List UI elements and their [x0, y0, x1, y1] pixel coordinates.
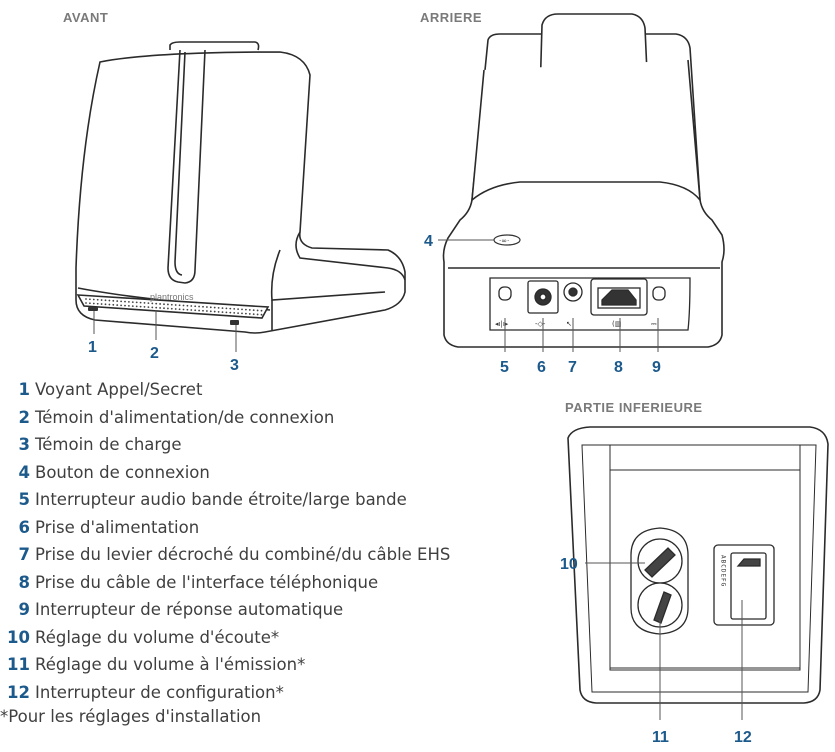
- legend-item-7: 7 Prise du levier décroché du combiné/du …: [0, 541, 520, 569]
- callout-8: 8: [614, 359, 623, 376]
- legend-num: 1: [18, 380, 30, 399]
- legend-text: Bouton de connexion: [35, 462, 210, 482]
- legend-num: 4: [18, 462, 30, 482]
- legend-text: Interrupteur de configuration*: [35, 682, 284, 702]
- svg-text:(▥: (▥: [612, 320, 621, 328]
- heading-front: AVANT: [63, 10, 109, 25]
- led-charge-icon: [230, 320, 239, 325]
- legend-item-9: 9 Interrupteur de réponse automatique: [0, 596, 520, 624]
- legend-num: 9: [18, 600, 30, 619]
- legend-num: 7: [18, 545, 30, 564]
- brand-logo: plantronics: [150, 292, 194, 302]
- callout-12: 12: [734, 729, 752, 746]
- legend-num: 6: [18, 517, 30, 537]
- svg-text:·∞·: ·∞·: [499, 237, 509, 245]
- config-letters: ABCDEFG: [720, 555, 727, 587]
- svg-text:-◇-: -◇-: [535, 320, 546, 328]
- legend-text: Interrupteur de réponse automatique: [35, 600, 344, 619]
- legend-text: Témoin d'alimentation/de connexion: [35, 407, 335, 427]
- led-call-icon: [88, 307, 98, 311]
- bottom-base-illustration: [567, 426, 829, 704]
- footnote: *Pour les réglages d'installation: [0, 707, 262, 726]
- callout-7: 7: [568, 359, 577, 376]
- svg-text:◂ı|ı▸: ◂ı|ı▸: [495, 320, 509, 328]
- legend-item-11: 11 Réglage du volume à l'émission*: [0, 651, 520, 679]
- svg-text:⎓: ⎓: [651, 320, 657, 328]
- listen-volume-dial-icon: [630, 527, 689, 635]
- rear-port-panel: [489, 277, 691, 331]
- callout-9: 9: [652, 359, 661, 376]
- callout-10: 10: [560, 556, 578, 573]
- callout-2: 2: [150, 345, 159, 362]
- legend-num: 8: [18, 572, 30, 592]
- legend-text: Réglage du volume d'écoute*: [35, 627, 280, 647]
- legend-item-5: 5 Interrupteur audio bande étroite/large …: [0, 486, 520, 514]
- legend-num: 5: [18, 490, 30, 509]
- legend-item-1: 1 Voyant Appel/Secret: [0, 376, 520, 404]
- legend-text: Réglage du volume à l'émission*: [35, 655, 306, 674]
- front-vent-dots: [85, 298, 263, 316]
- heading-bottom: PARTIE INFERIEURE: [565, 400, 703, 415]
- legend-item-3: 3 Témoin de charge: [0, 431, 520, 459]
- legend-num: 10: [7, 627, 30, 647]
- legend-num: 11: [7, 655, 30, 674]
- audio-switch-icon: [498, 286, 512, 301]
- callout-3: 3: [230, 357, 239, 374]
- legend-text: Prise du câble de l'interface téléphoniq…: [35, 572, 379, 592]
- callout-11: 11: [652, 729, 669, 746]
- legend-text: Voyant Appel/Secret: [35, 380, 203, 399]
- connect-button-icon: ·∞·: [493, 234, 521, 246]
- config-switch-icon: [713, 544, 775, 626]
- legend-text: Prise du levier décroché du combiné/du c…: [35, 545, 451, 564]
- back-base-illustration: [442, 13, 725, 348]
- heading-back: ARRIERE: [420, 10, 483, 25]
- autoanswer-switch-icon: [652, 286, 666, 301]
- svg-text:↖: ↖: [566, 320, 572, 328]
- legend-num: 12: [7, 682, 30, 702]
- legend-num: 2: [18, 407, 30, 427]
- legend-text: Témoin de charge: [35, 435, 182, 454]
- callout-4: 4: [424, 233, 433, 250]
- legend-text: Interrupteur audio bande étroite/large b…: [35, 490, 407, 509]
- legend-text: Prise d'alimentation: [35, 517, 200, 537]
- callout-1: 1: [88, 339, 97, 356]
- callout-5: 5: [500, 359, 509, 376]
- legend-num: 3: [18, 435, 30, 454]
- callout-6: 6: [537, 359, 546, 376]
- front-base-illustration: [75, 41, 406, 334]
